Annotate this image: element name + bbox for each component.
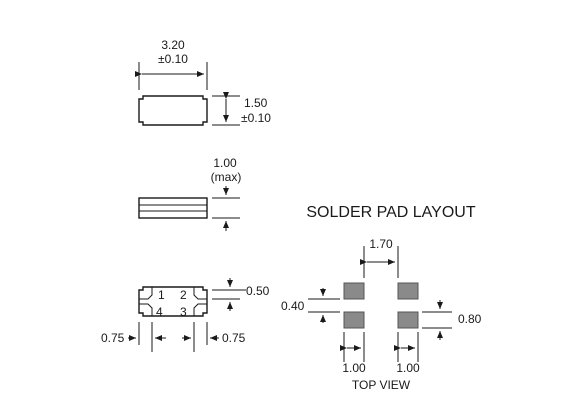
pin-label-3: 3 [180,305,187,319]
pad-width-right-value: 1.00 [396,361,420,375]
pin-label-1: 1 [158,288,165,302]
length-tolerance: ±0.10 [158,52,188,66]
top-view-caption: TOP VIEW [352,378,411,392]
pad-width-left-value: 1.00 [342,361,366,375]
pad-right-value: 0.75 [222,331,246,345]
package-outline [138,95,208,126]
package-bottom-view: 1 2 4 3 0.50 0.75 0.75 [101,278,270,352]
solder-pad-layout: SOLDER PAD LAYOUT 1.70 0.40 0.80 1.00 1.… [281,204,482,392]
height-note: (max) [211,170,242,184]
solder-pad-bottom-left [343,311,365,329]
pad-height-layout-value: 0.80 [458,312,482,326]
bottom-pad-3 [193,303,207,316]
length-value: 3.20 [161,38,185,52]
solder-pad-bottom-right [397,311,419,329]
side-body [138,197,208,219]
package-top-view: 3.20 ±0.10 1.50 ±0.10 [135,38,271,126]
width-tolerance: ±0.10 [241,111,271,125]
pitch-value: 1.70 [369,237,393,251]
solder-pad-top-left [343,282,365,300]
bottom-pad-1 [139,287,153,300]
bottom-pad-2 [193,287,207,300]
solder-pad-top-right [397,282,419,300]
pin-label-2: 2 [180,288,187,302]
bottom-pad-4 [139,303,153,316]
bottom-outline [138,286,208,317]
gap-value: 0.40 [281,299,305,313]
package-side-view: 1.00 (max) [138,156,242,231]
width-value: 1.50 [244,96,268,110]
height-value: 1.00 [213,156,237,170]
pad-height-value: 0.50 [246,284,270,298]
pad-left-value: 0.75 [101,331,125,345]
pin-label-4: 4 [156,305,163,319]
solder-layout-title: SOLDER PAD LAYOUT [306,204,475,221]
